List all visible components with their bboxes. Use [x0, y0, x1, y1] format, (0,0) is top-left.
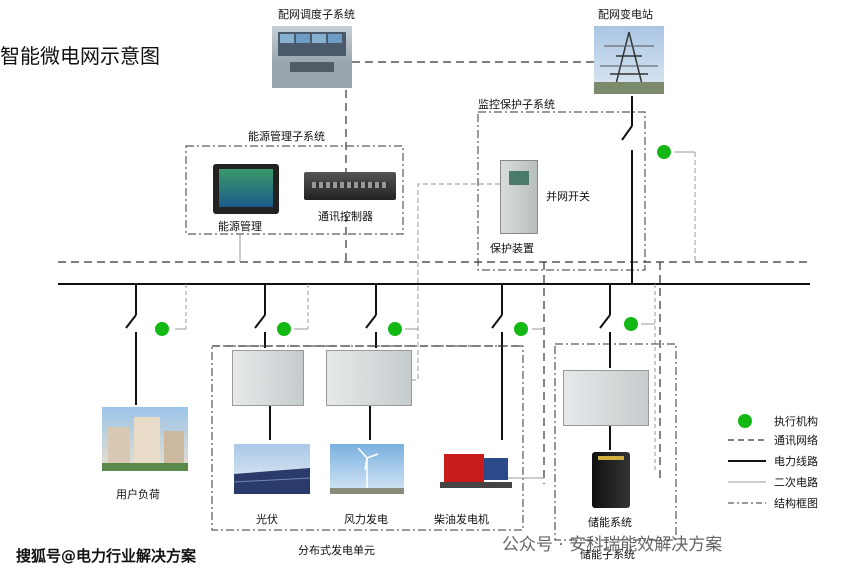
- actuator-dot: [277, 322, 291, 336]
- pv-image: [234, 444, 310, 494]
- user-load-label: 用户负荷: [116, 488, 160, 501]
- legend-dot-sample: [738, 414, 752, 428]
- distributed-label: 分布式发电单元: [298, 544, 375, 557]
- diesel-image: [436, 444, 516, 492]
- dispatch-label: 配网调度子系统: [278, 8, 355, 21]
- cabinet-image: [232, 350, 304, 406]
- legend-item: 通讯网络: [774, 434, 818, 447]
- ems-frame: [185, 145, 404, 235]
- wind-image: [330, 444, 404, 494]
- actuator-dot: [657, 145, 671, 159]
- wind-label: 风力发电: [344, 513, 388, 526]
- storage-label: 储能系统: [588, 516, 632, 529]
- diesel-label: 柴油发电机: [434, 513, 489, 526]
- protection-device-image: [500, 160, 538, 234]
- actuator-dot: [514, 322, 528, 336]
- protection-label: 保护装置: [490, 242, 534, 255]
- protection-link: [412, 183, 500, 381]
- monitor-frame: [477, 111, 646, 271]
- storage-frame: [554, 343, 677, 541]
- storage-sub-label: 储能子系统: [580, 548, 635, 561]
- substation-label: 配网变电站: [598, 8, 653, 21]
- ems-label: 能源管理: [218, 220, 262, 233]
- distributed-frame: [211, 345, 524, 531]
- actuator-dot: [155, 322, 169, 336]
- legend-item: 电力线路: [774, 455, 818, 468]
- actuator-dot: [624, 317, 638, 331]
- pv-label: 光伏: [256, 513, 278, 526]
- comm-controller-image: [304, 172, 396, 200]
- monitor-label: 监控保护子系统: [478, 98, 555, 111]
- legend-item: 执行机构: [774, 415, 818, 428]
- footer-watermark: 公众号 · 安科瑞能效解决方案: [502, 535, 723, 555]
- user-load-image: [102, 407, 188, 471]
- cabinet-image: [326, 350, 412, 406]
- dispatch-image: [272, 26, 352, 88]
- comm-controller-label: 通讯控制器: [318, 210, 373, 223]
- grid-switch-label: 并网开关: [546, 190, 590, 203]
- cabinet-image: [563, 370, 649, 426]
- footer-source: 搜狐号@电力行业解决方案: [16, 547, 197, 565]
- page-title: 智能微电网示意图: [0, 44, 160, 68]
- ems-group-label: 能源管理子系统: [248, 130, 325, 143]
- legend-item: 结构框图: [774, 497, 818, 510]
- ems-terminal-image: [213, 164, 279, 214]
- substation-image: [594, 26, 664, 94]
- grid-switch-blade: [621, 125, 633, 141]
- actuator-dot: [388, 322, 402, 336]
- legend-item: 二次电路: [774, 476, 818, 489]
- battery-image: [592, 452, 630, 508]
